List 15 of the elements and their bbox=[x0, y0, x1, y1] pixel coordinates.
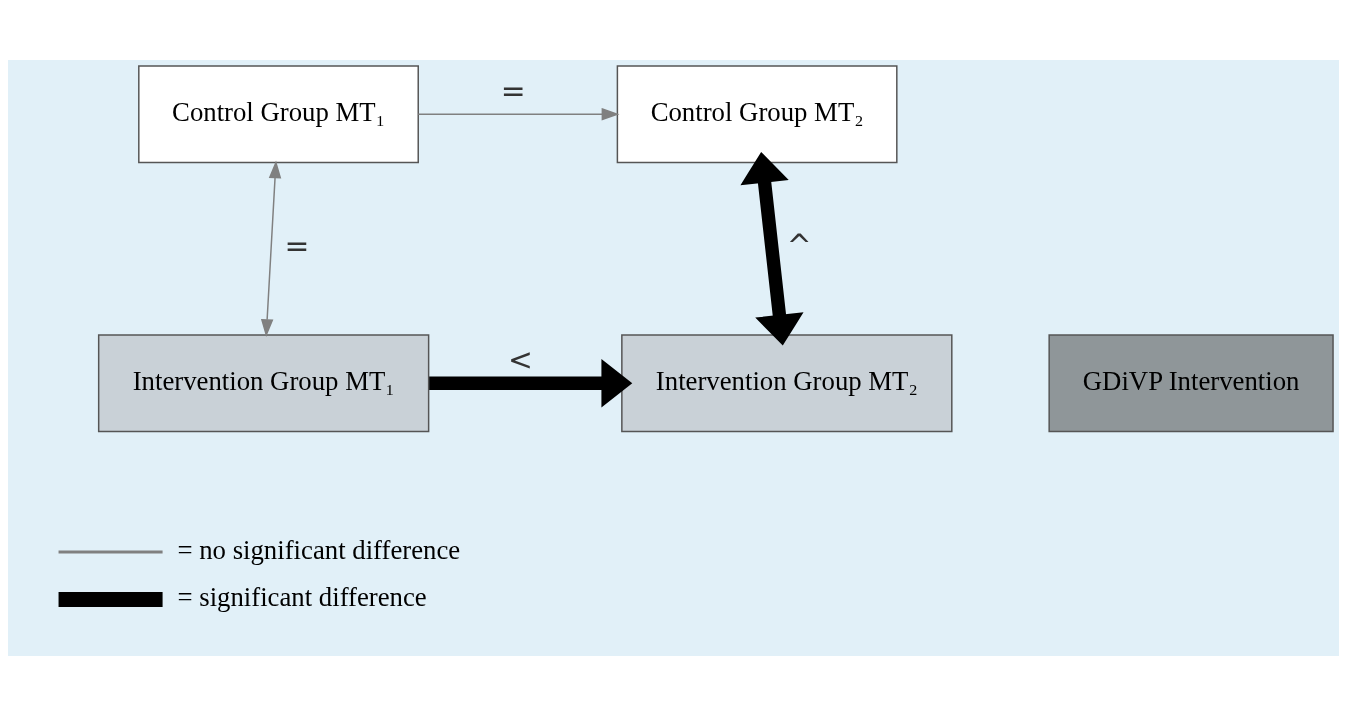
node-box: Intervention Group MT₂ bbox=[621, 333, 953, 432]
edge-label: = bbox=[284, 227, 310, 263]
legend-label: = no significant difference bbox=[177, 534, 461, 564]
arrow bbox=[740, 151, 804, 346]
edge-label: < bbox=[508, 341, 533, 377]
node-box: GDiVP Intervention bbox=[1048, 333, 1334, 432]
arrow bbox=[417, 107, 620, 120]
node-box: Control Group MT₂ bbox=[616, 64, 898, 163]
edge-label: = bbox=[500, 72, 526, 108]
node-box: Control Group MT₁ bbox=[138, 64, 419, 163]
arrow bbox=[260, 159, 282, 337]
node-box: Intervention Group MT₁ bbox=[97, 333, 430, 432]
legend-label: = significant difference bbox=[177, 581, 427, 612]
arrow bbox=[429, 358, 633, 408]
edge-label: ^ bbox=[786, 227, 812, 263]
